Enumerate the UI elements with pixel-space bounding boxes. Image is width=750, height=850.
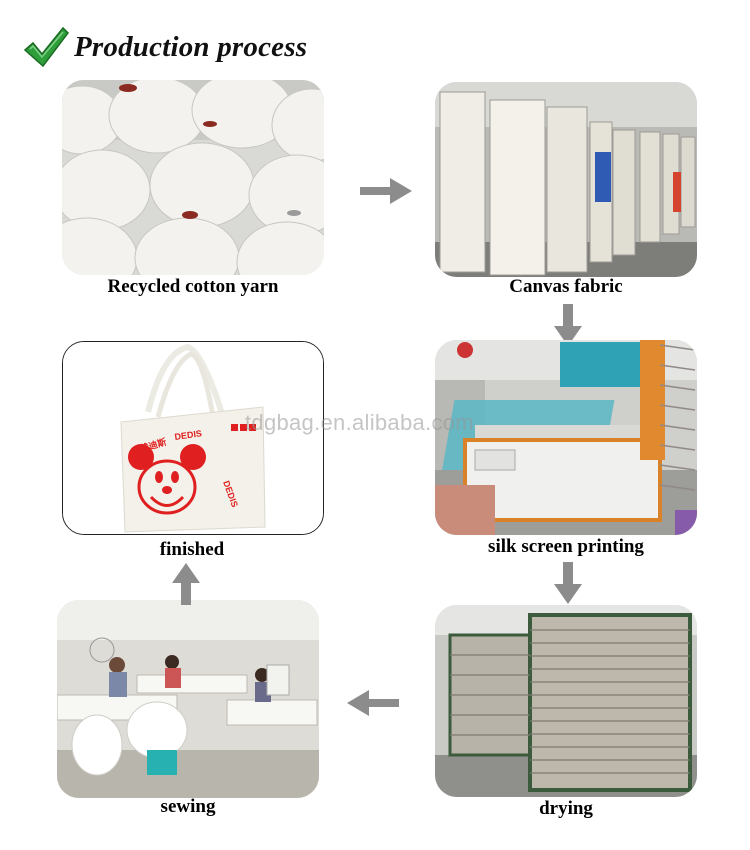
step-label-yarn: Recycled cotton yarn <box>107 276 279 297</box>
arrow-left-icon <box>347 690 399 716</box>
arrow-right-icon <box>360 178 412 204</box>
header: Production process <box>22 22 307 72</box>
mickey-face-icon <box>128 444 206 515</box>
arrow-down-icon <box>554 304 582 346</box>
cotton-yarn-photo <box>62 80 324 275</box>
sewing-workshop-photo <box>57 600 319 798</box>
page-title: Production process <box>74 30 308 63</box>
step-label-sewing: sewing <box>160 796 216 817</box>
canvas-fabric-photo <box>435 82 697 277</box>
checkmark-icon <box>23 26 69 68</box>
silk-screen-printing-photo <box>435 340 697 535</box>
finished-tote-bag-photo: 戴迪斯 DEDIS DEDIS <box>62 341 324 535</box>
step-label-finished: finished <box>159 539 225 560</box>
bag-print-brand-top: DEDIS <box>174 428 203 442</box>
step-label-printing: silk screen printing <box>488 536 644 557</box>
watermark: tdgbag.en.alibaba.com <box>245 410 474 435</box>
arrow-up-icon <box>172 563 200 605</box>
step-label-canvas: Canvas fabric <box>509 276 623 297</box>
drying-racks-photo <box>435 605 697 797</box>
step-label-drying: drying <box>539 798 593 819</box>
arrow-down-icon <box>554 562 582 604</box>
